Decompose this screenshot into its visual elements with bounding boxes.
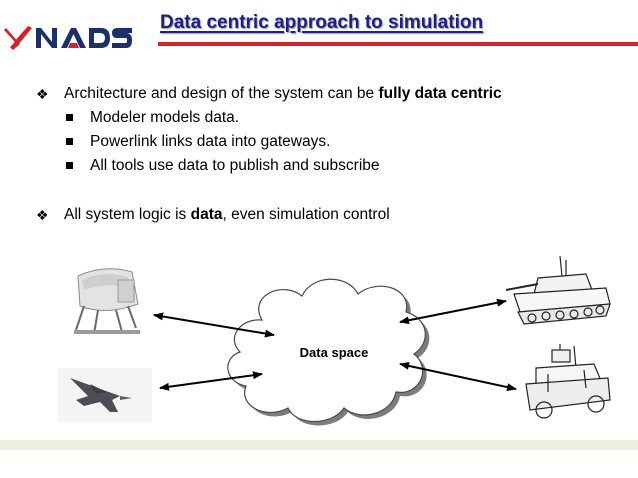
bullet-text: All system logic is — [64, 206, 191, 223]
data-space-diagram: Data space — [58, 255, 611, 426]
sub-bullet-text: Powerlink links data into gateways. — [90, 133, 331, 150]
square-bullet-icon — [66, 138, 73, 145]
sub-bullet-item: All tools use data to publish and subscr… — [36, 154, 502, 178]
slide-title: Data centric approach to simulation — [160, 12, 484, 33]
bullet-text: Architecture and design of the system ca… — [64, 85, 379, 102]
bullet-bold-text: data — [190, 206, 223, 223]
arrow-tank — [399, 298, 507, 325]
sub-bullet-text: All tools use data to publish and subscr… — [90, 157, 380, 174]
square-bullet-icon — [66, 162, 73, 169]
simulator-image — [74, 268, 140, 335]
bullet-bold-text: fully data centric — [378, 85, 502, 102]
nads-logo — [4, 26, 132, 50]
cloud-label: Data space — [300, 345, 369, 360]
sub-bullet-item: Modeler models data. — [36, 106, 502, 130]
square-bullet-icon — [66, 114, 73, 121]
diamond-bullet-icon: ❖ — [36, 207, 49, 223]
sub-bullet-item: Powerlink links data into gateways. — [36, 130, 502, 154]
arrow-simulator — [153, 312, 275, 338]
bullet-text: , even simulation control — [222, 206, 390, 223]
arrow-vehicle — [399, 361, 517, 392]
bullet-item: ❖ All system logic is data, even simulat… — [36, 203, 502, 227]
sub-bullet-text: Modeler models data. — [90, 109, 240, 126]
fighter-jet-image — [58, 368, 152, 422]
title-underline-rule — [158, 42, 638, 46]
bullet-item: ❖ Architecture and design of the system … — [36, 82, 502, 106]
bullet-list: ❖ Architecture and design of the system … — [36, 82, 502, 227]
data-space-cloud: Data space — [227, 278, 430, 426]
diamond-bullet-icon: ❖ — [36, 86, 49, 102]
armored-vehicle-image — [525, 344, 611, 419]
arrow-jet — [159, 371, 263, 391]
tank-image — [505, 255, 611, 325]
footer-band — [0, 440, 638, 450]
